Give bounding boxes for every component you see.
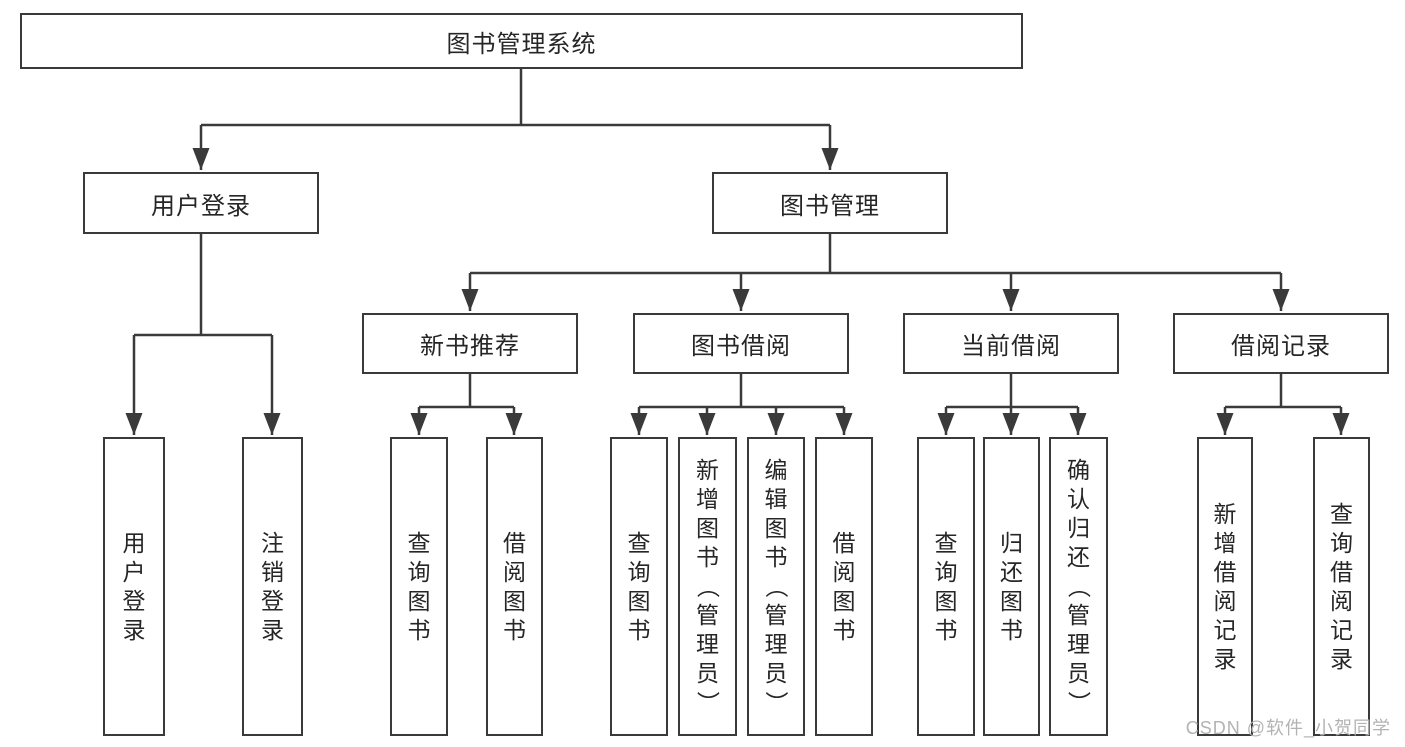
leaf-current-return-books: 归还图书: [983, 437, 1040, 736]
node-current-borrow: 当前借阅: [903, 313, 1119, 374]
node-borrow-records: 借阅记录: [1173, 313, 1389, 374]
node-book-borrow-label: 图书借阅: [691, 333, 791, 360]
leaf-borrow-add-books-admin: 新增图书（管理员）: [678, 437, 737, 736]
node-user-login-label: 用户登录: [151, 192, 251, 220]
connector-manage-bus: [470, 234, 1281, 275]
leaf-logout: 注销登录: [242, 437, 303, 736]
leaf-newbook-borrow-books: 借阅图书: [486, 437, 543, 736]
leaf-current-query-books: 查询图书: [917, 437, 975, 736]
connector-newbook-bus: [419, 374, 514, 409]
connector-borrow-bus: [639, 374, 844, 409]
leaf-borrow-query-books: 查询图书: [610, 437, 668, 736]
node-new-book-recommend-label: 新书推荐: [420, 333, 520, 360]
leaf-borrow-edit-books-admin: 编辑图书（管理员）: [747, 437, 805, 736]
node-book-manage: 图书管理: [712, 172, 948, 234]
leaf-records-add-record: 新增借阅记录: [1197, 437, 1253, 736]
leaf-current-confirm-return-admin: 确认归还（管理员）: [1049, 437, 1108, 736]
connector-root-bus: [201, 69, 830, 127]
node-root-label: 图书管理系统: [446, 30, 597, 58]
node-user-login: 用户登录: [83, 172, 319, 234]
leaf-newbook-query-books: 查询图书: [390, 437, 448, 736]
leaf-records-query-record: 查询借阅记录: [1313, 437, 1370, 736]
node-new-book-recommend: 新书推荐: [362, 313, 578, 374]
leaf-user-login: 用户登录: [103, 437, 165, 736]
connector-login-bus: [134, 234, 272, 337]
node-root: 图书管理系统: [20, 13, 1023, 69]
connector-current-bus: [946, 374, 1078, 409]
connector-records-bus: [1225, 374, 1341, 409]
csdn-watermark: CSDN @软件_小贺同学: [1185, 718, 1391, 738]
node-borrow-records-label: 借阅记录: [1231, 333, 1331, 360]
node-book-manage-label: 图书管理: [780, 192, 880, 220]
leaf-borrow-borrow-books: 借阅图书: [815, 437, 873, 736]
node-book-borrow: 图书借阅: [633, 313, 849, 374]
node-current-borrow-label: 当前借阅: [961, 333, 1061, 360]
